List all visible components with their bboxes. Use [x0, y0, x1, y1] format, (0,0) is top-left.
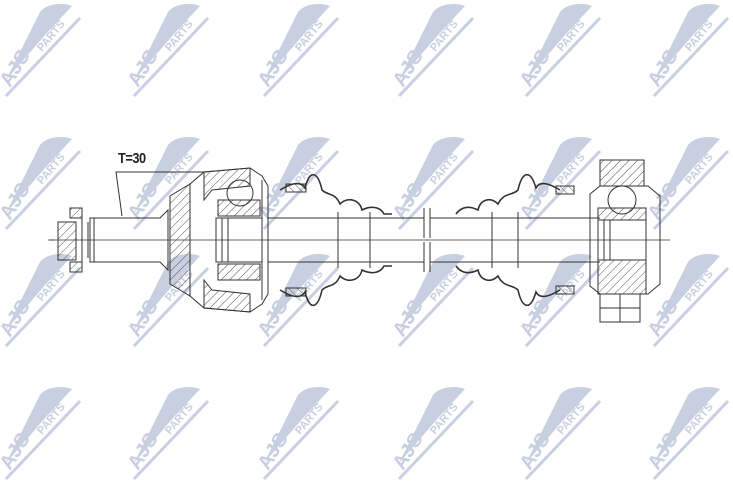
leader-line	[115, 171, 205, 217]
boot-right	[455, 173, 575, 307]
cv-joint-right	[589, 159, 661, 323]
thread-label: T=30	[118, 150, 146, 167]
shaft	[268, 208, 600, 272]
nut-left	[50, 207, 83, 273]
boot-left	[279, 173, 392, 307]
threaded-stub	[87, 208, 169, 272]
cv-joint-left	[169, 167, 269, 313]
